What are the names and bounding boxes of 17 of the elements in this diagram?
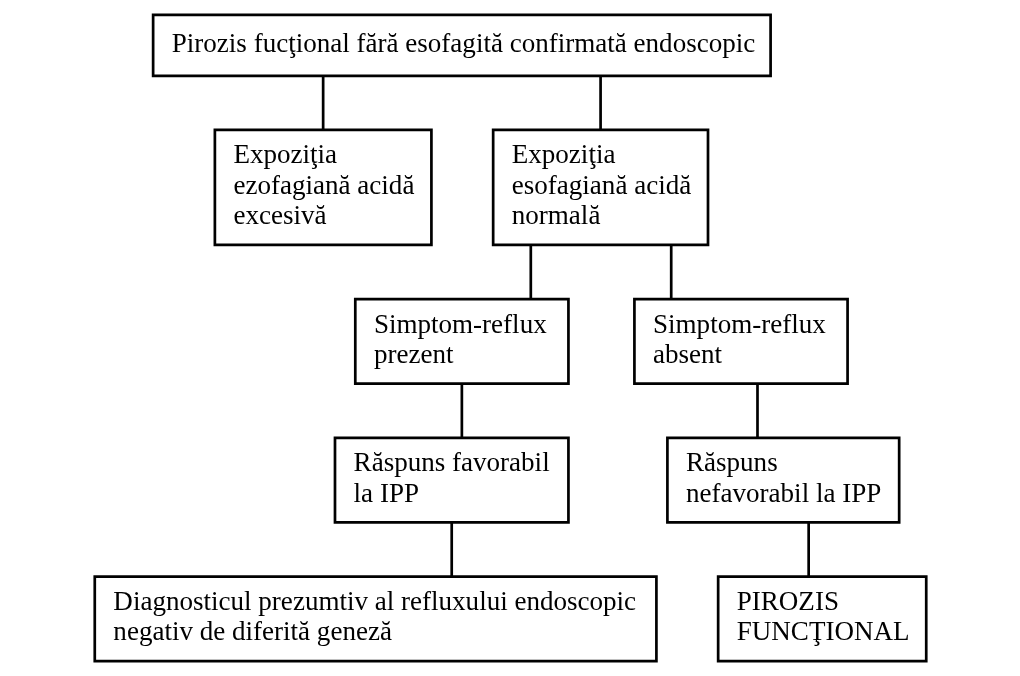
node-box: Simptom-reflux absent — [632, 297, 849, 386]
node-box: Diagnosticul prezumtiv al refluxului endoscopic negativ de diferită geneză — [92, 575, 658, 663]
node-box: Răspuns favorabil la IPP — [333, 436, 570, 524]
node-box: Expoziţia ezofagiană acidă excesivă — [213, 128, 433, 247]
connector — [598, 76, 602, 130]
connector — [806, 522, 810, 577]
node-box: PIROZIS FUNCŢIONAL — [716, 575, 928, 663]
node-box: Expoziţia esofagiană acidă normală — [491, 128, 709, 247]
connector — [669, 245, 673, 299]
connector — [449, 522, 453, 577]
node-box: Simptom-reflux prezent — [353, 297, 570, 386]
connector — [528, 245, 532, 299]
connector — [755, 383, 759, 438]
connector — [321, 76, 324, 130]
node-box: Răspuns nefavorabil la IPP — [665, 436, 901, 524]
node-box: Pirozis fucţional fără esofagită confirmată endoscopic — [151, 13, 772, 78]
connector — [460, 383, 463, 438]
